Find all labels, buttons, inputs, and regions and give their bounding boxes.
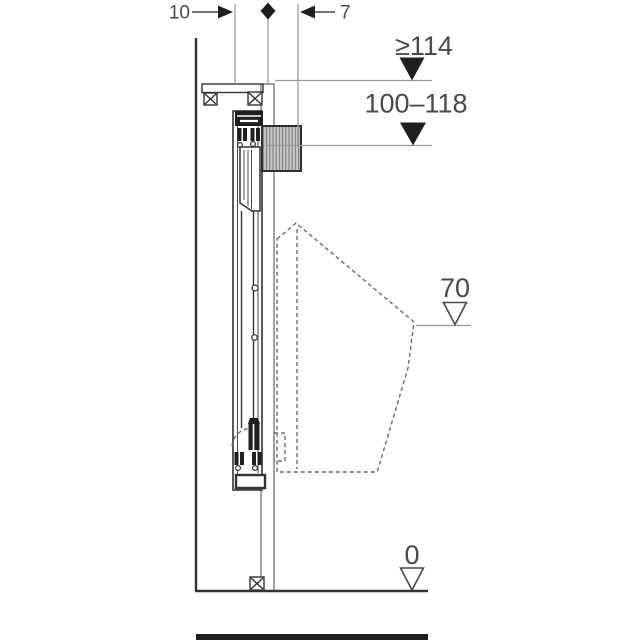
top-mounting-rail bbox=[201, 83, 264, 106]
open-level-triangle-icon bbox=[399, 567, 425, 592]
drain-bend-dashed bbox=[231, 427, 251, 447]
bottom-border-bar bbox=[196, 634, 428, 640]
rail-profile-section-icon bbox=[203, 92, 218, 106]
frame-bolts-bottom bbox=[234, 452, 262, 472]
level-0: 0 bbox=[399, 540, 425, 592]
frame-bolts-top bbox=[237, 128, 260, 149]
water-supply-block bbox=[261, 125, 302, 172]
level-114-label: ≥114 bbox=[395, 31, 453, 61]
installation-frame bbox=[231, 110, 267, 491]
dimension-7: 7 bbox=[300, 3, 351, 24]
rail-profile-section-icon bbox=[247, 91, 263, 106]
filled-level-triangle-icon bbox=[400, 122, 426, 146]
drain-pipe bbox=[231, 418, 260, 450]
floor-rail-profile-icon bbox=[249, 576, 265, 591]
dimension-extension-lines bbox=[234, 4, 299, 145]
frame-top-bracket bbox=[235, 111, 263, 126]
urinal-dashed-outline bbox=[273, 222, 415, 473]
pipe-clip-icon bbox=[251, 334, 258, 341]
dimension-10-label: 10 bbox=[169, 3, 190, 24]
wall-axis-marker-icon bbox=[260, 2, 276, 20]
flush-pipe bbox=[240, 211, 259, 428]
room-outline bbox=[194, 38, 428, 593]
dimension-10: 10 bbox=[169, 3, 233, 24]
level-100-118: 100–118 bbox=[267, 89, 468, 147]
frame-foot-plate bbox=[234, 473, 267, 490]
level-100-118-label: 100–118 bbox=[364, 89, 467, 119]
flush-valve-unit bbox=[239, 146, 261, 212]
pipe-clip-icon bbox=[251, 284, 259, 292]
rail-bar-hatched bbox=[201, 83, 264, 94]
dimension-7-label: 7 bbox=[340, 3, 351, 24]
arrow-right-icon bbox=[218, 5, 233, 19]
level-70: 70 bbox=[416, 273, 471, 327]
arrow-left-icon bbox=[300, 5, 315, 19]
open-level-triangle-icon bbox=[442, 301, 468, 327]
urinal-profile bbox=[276, 222, 415, 473]
level-114: ≥114 bbox=[275, 31, 453, 82]
level-70-label: 70 bbox=[440, 273, 470, 303]
filled-level-triangle-icon bbox=[399, 57, 425, 81]
level-0-label: 0 bbox=[404, 540, 419, 570]
urinal-outlet-dashed bbox=[273, 432, 286, 462]
